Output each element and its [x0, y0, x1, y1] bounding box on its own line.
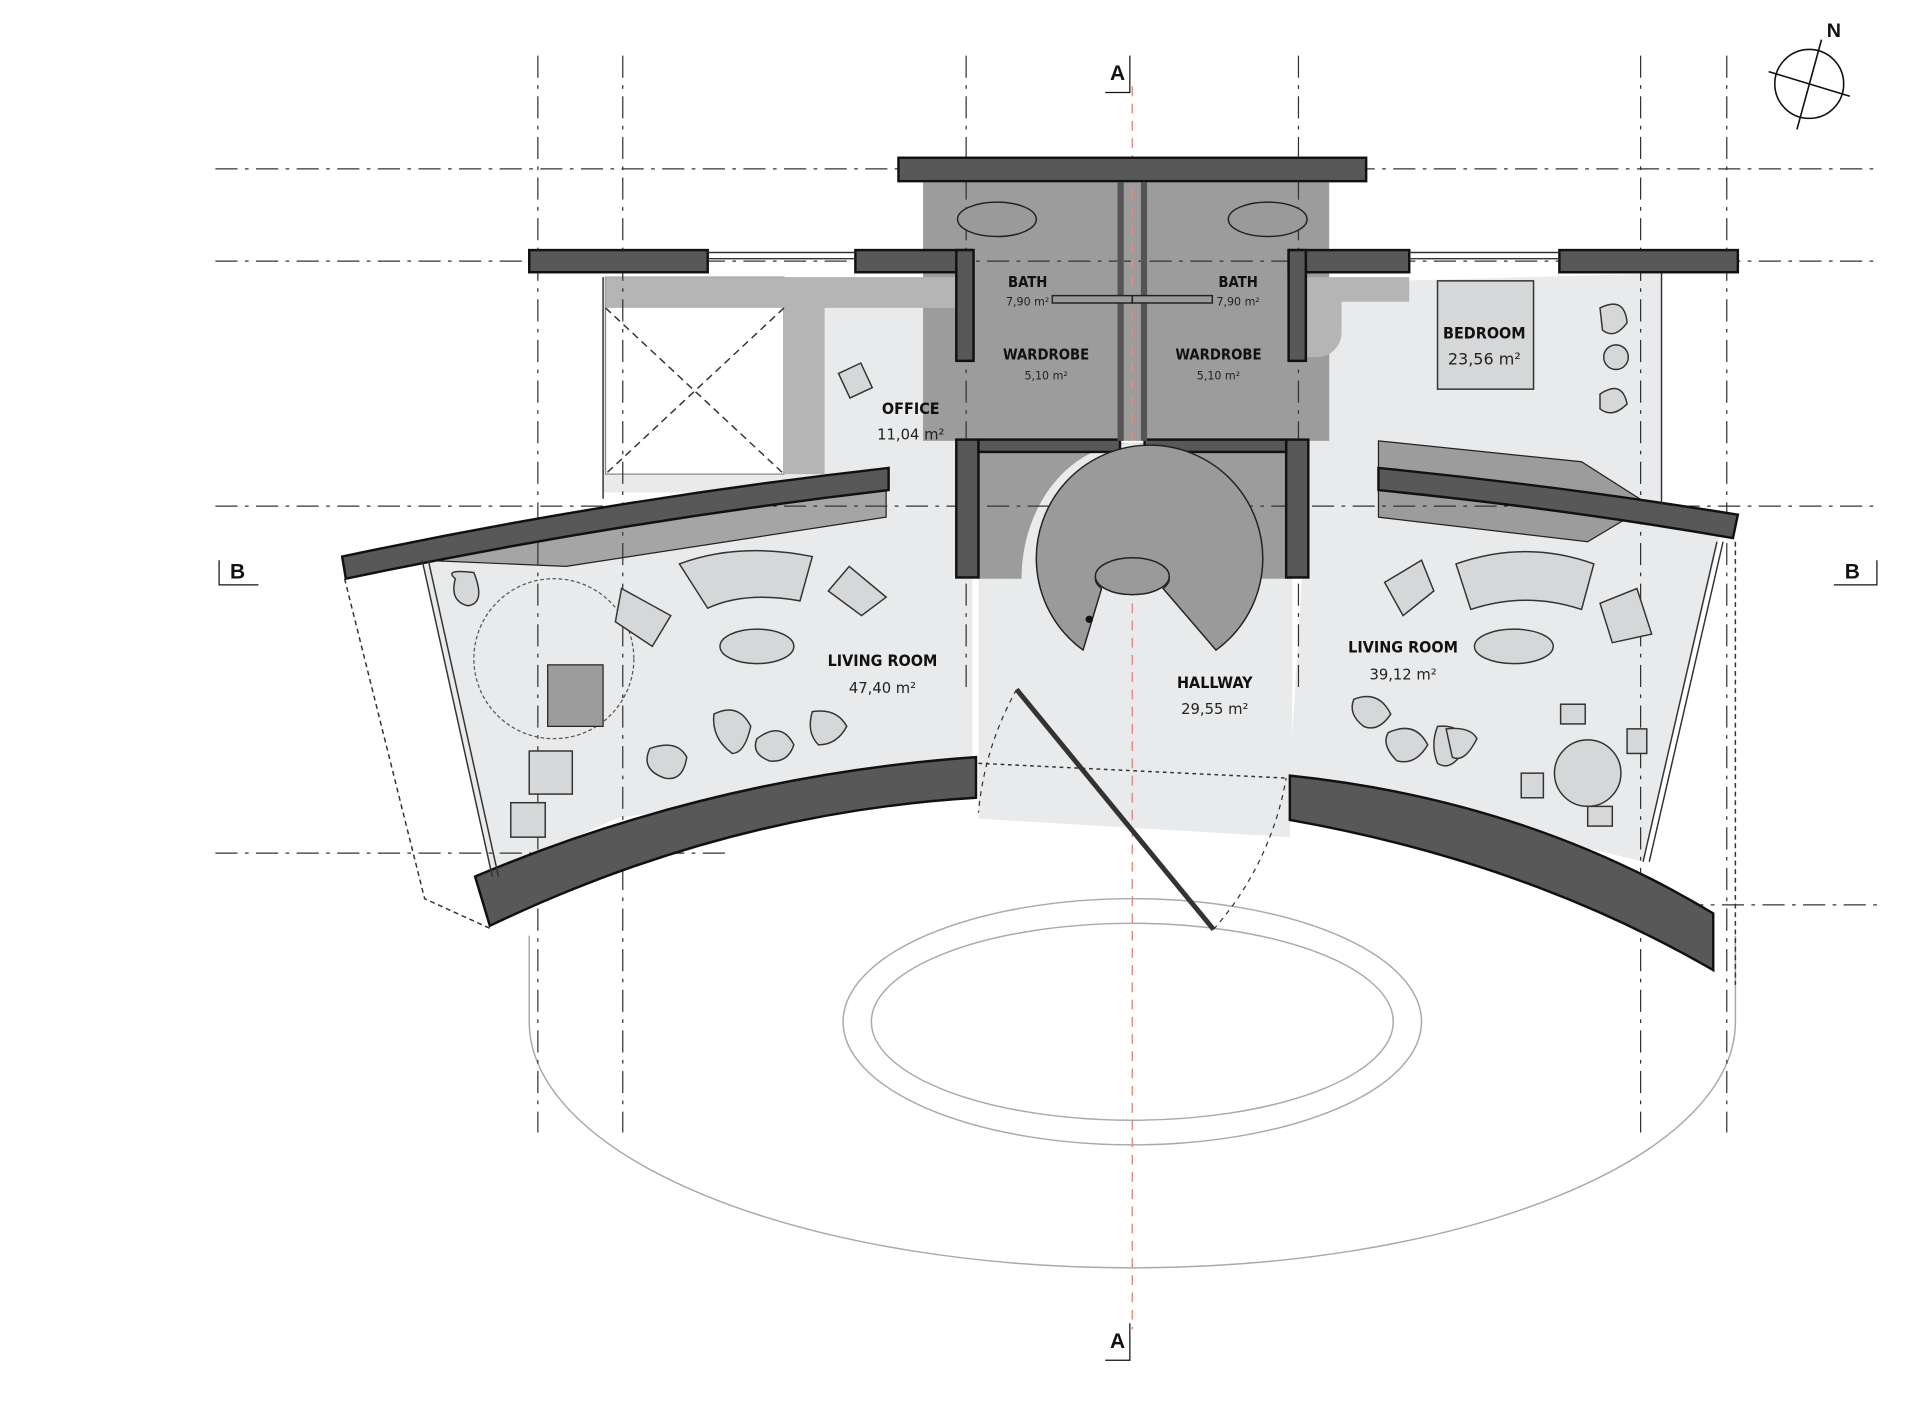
section-marker-a-top: A [1105, 55, 1131, 94]
room-area: 39,12 m² [1369, 667, 1436, 684]
section-marker-b-right: B [1833, 560, 1878, 586]
room-name: BEDROOM [1443, 324, 1526, 343]
spiral-staircase [1035, 444, 1264, 652]
room-area: 7,90 m² [1216, 295, 1259, 308]
room-name: BATH [1218, 274, 1257, 291]
room-labels: BATH 7,90 m² BATH 7,90 m² WARDROBE 5,10 … [828, 274, 1526, 718]
room-name: HALLWAY [1177, 673, 1253, 692]
room-area: 11,04 m² [877, 427, 944, 444]
room-name: LIVING ROOM [828, 651, 938, 670]
north-arrow-icon: N [1768, 20, 1851, 130]
room-area: 5,10 m² [1197, 369, 1240, 382]
entrance-door [977, 687, 1287, 932]
room-area: 47,40 m² [849, 680, 916, 697]
section-marker-b-left: B [218, 560, 259, 586]
room-area: 5,10 m² [1024, 369, 1067, 382]
section-b-right-label: B [1845, 561, 1860, 584]
north-label: N [1827, 20, 1841, 42]
furniture [451, 201, 1653, 838]
glazing [343, 251, 1737, 985]
walls [340, 156, 1740, 973]
section-a-top-label: A [1110, 62, 1125, 85]
room-name: LIVING ROOM [1348, 638, 1458, 657]
room-area: 29,55 m² [1181, 701, 1248, 718]
section-marker-a-bottom: A [1105, 1323, 1131, 1361]
section-b-left-label: B [230, 561, 245, 584]
room-name: WARDROBE [1175, 347, 1261, 364]
room-name: OFFICE [882, 399, 940, 418]
room-name: BATH [1008, 274, 1047, 291]
room-area: 7,90 m² [1006, 295, 1049, 308]
room-area: 23,56 m² [1448, 350, 1521, 369]
room-name: WARDROBE [1003, 347, 1089, 364]
section-a-bottom-label: A [1110, 1330, 1125, 1353]
office-spiral-staircase [473, 578, 635, 740]
